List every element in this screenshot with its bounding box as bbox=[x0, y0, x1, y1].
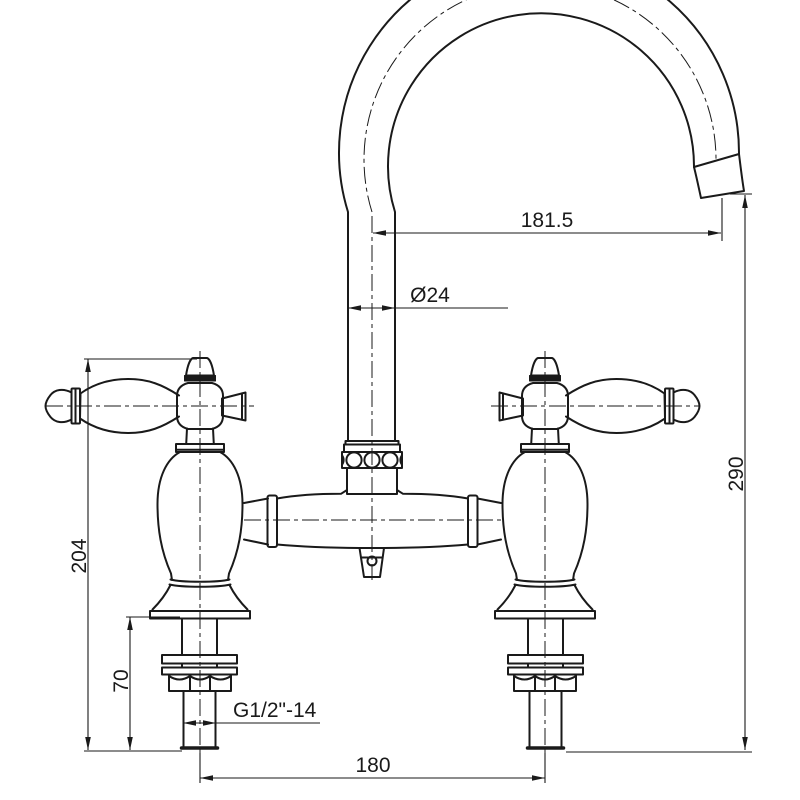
handle-cap-knurl bbox=[184, 375, 216, 382]
valve-waist-rings bbox=[168, 578, 232, 588]
collar-block bbox=[346, 467, 398, 495]
base-skirt bbox=[151, 584, 249, 612]
right-valve-assembly bbox=[493, 356, 702, 750]
dim-line-height-outlet bbox=[566, 193, 752, 753]
bridge-right-cone bbox=[476, 497, 502, 546]
bridge-right-collar bbox=[467, 494, 479, 548]
dim-line-spout-reach bbox=[373, 198, 723, 241]
hex-nut-facets bbox=[168, 673, 232, 692]
bead-circles bbox=[342, 452, 402, 468]
bridge-left-cone bbox=[243, 497, 269, 546]
dim-spout-diameter-label: Ø24 bbox=[410, 284, 450, 307]
handle-ball-end bbox=[44, 388, 73, 424]
dim-thread-label: G1/2"-14 bbox=[233, 699, 317, 722]
bridge-top-edge bbox=[276, 489, 469, 500]
dim-spout-reach-label: 181.5 bbox=[521, 209, 574, 232]
dim-line-height-handle bbox=[84, 358, 197, 752]
dim-height-handle-label: 204 bbox=[68, 538, 91, 573]
bridge-bottom-edge bbox=[276, 543, 469, 549]
dim-height-outlet-label: 290 bbox=[725, 456, 748, 491]
spout-inner-edge bbox=[387, 12, 696, 442]
outlet-screw bbox=[366, 555, 378, 567]
outlet-body bbox=[358, 547, 385, 578]
base-rim bbox=[149, 610, 251, 620]
dimension-annotations: 181.5 Ø24 290 204 70 G1/2"-14 180 bbox=[68, 193, 752, 783]
faucet-outline bbox=[44, 0, 745, 750]
spout-aerator-joint bbox=[693, 153, 740, 168]
spout-aerator-tip bbox=[693, 153, 745, 199]
spout-outer-edge bbox=[338, 0, 741, 442]
valve-body bbox=[156, 451, 244, 581]
spout-collar bbox=[341, 440, 403, 495]
hex-nut bbox=[168, 673, 232, 692]
valve-neck bbox=[185, 427, 215, 445]
dim-shank-length-label: 70 bbox=[110, 669, 133, 692]
leg-shank bbox=[181, 617, 218, 656]
threaded-pipe bbox=[182, 690, 217, 748]
dim-hole-centres-label: 180 bbox=[355, 754, 390, 777]
hub-spigot bbox=[221, 391, 247, 422]
centerlines bbox=[46, 0, 717, 782]
washer-upper bbox=[161, 654, 238, 665]
left-valve-assembly bbox=[44, 357, 251, 750]
valve-hub bbox=[176, 382, 224, 430]
valve-flange bbox=[175, 443, 225, 453]
spout bbox=[338, 0, 745, 442]
centerline-spout-arc bbox=[363, 0, 717, 213]
center-outlet bbox=[358, 547, 385, 578]
bridge-body bbox=[243, 489, 502, 549]
dim-line-shank-length bbox=[126, 616, 180, 750]
bridge-left-collar bbox=[266, 494, 278, 548]
